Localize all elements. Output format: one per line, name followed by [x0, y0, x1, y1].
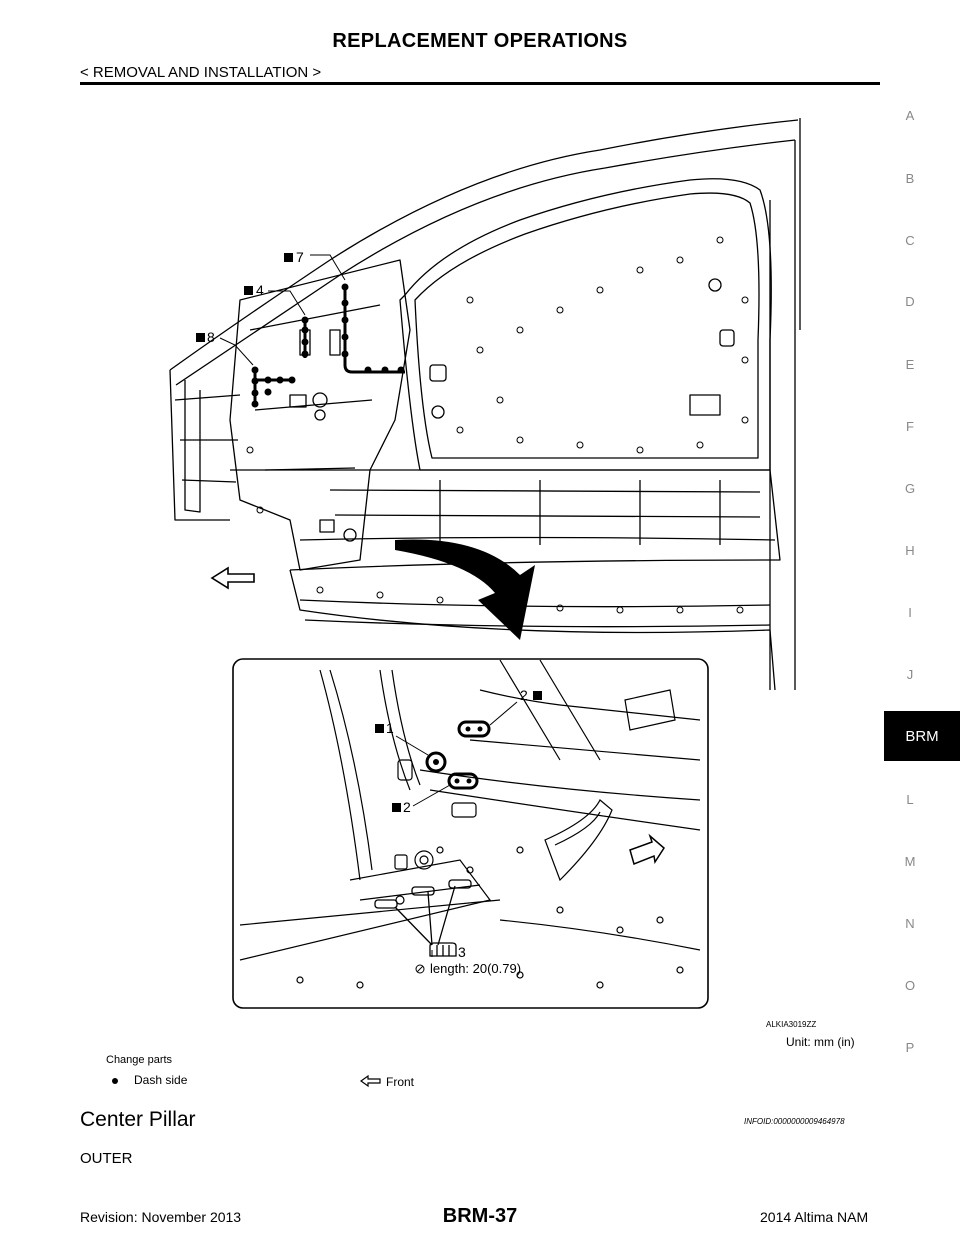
front-arrow-icon [360, 1074, 381, 1088]
index-letter-h[interactable]: H [905, 543, 915, 558]
index-letter-p[interactable]: P [905, 1040, 915, 1055]
inset-callout-2-lower: 2 [403, 799, 411, 815]
index-letter-f[interactable]: F [906, 419, 914, 434]
index-letter-d[interactable]: D [905, 294, 915, 309]
legend-change-parts: Change parts [106, 1054, 173, 1066]
inset-length-note: length: 20(0.79) [430, 961, 521, 976]
legend-front: Front [386, 1075, 415, 1089]
inset-callout-3: 3 [458, 944, 466, 960]
index-letter-g[interactable]: G [904, 481, 916, 496]
index-letter-j[interactable]: J [906, 667, 914, 682]
section-subheading: OUTER [80, 1150, 133, 1167]
dash-side-bullet-icon [112, 1078, 118, 1084]
inset-callout-2-upper: 2 [520, 687, 528, 703]
callout-8: 8 [207, 329, 215, 345]
header-divider [80, 82, 880, 85]
section-title: Center Pillar [80, 1108, 196, 1131]
legend-dash-side: Dash side [134, 1073, 188, 1087]
index-letter-i[interactable]: I [908, 605, 912, 620]
index-letter-m[interactable]: M [904, 854, 916, 869]
callout-4: 4 [256, 282, 264, 298]
index-letter-a[interactable]: A [905, 108, 915, 123]
inset-callout-1: 1 [386, 720, 394, 736]
page-title: REPLACEMENT OPERATIONS [332, 30, 628, 52]
index-letter-o[interactable]: O [904, 978, 916, 993]
index-letter-l[interactable]: L [906, 792, 914, 807]
figure-id: ALKIA3019ZZ [766, 1020, 817, 1029]
footer-revision: Revision: November 2013 [80, 1209, 242, 1225]
index-letter-c[interactable]: C [905, 233, 915, 248]
page-subtitle: < REMOVAL AND INSTALLATION > [80, 64, 322, 81]
callout-7: 7 [296, 249, 304, 265]
info-id: INFOID:0000000009464978 [744, 1117, 845, 1126]
unit-note: Unit: mm (in) [786, 1035, 855, 1049]
footer-page-number: BRM-37 [442, 1205, 518, 1227]
index-letter-n[interactable]: N [905, 916, 915, 931]
index-letter-b[interactable]: B [905, 171, 915, 186]
index-letter-e[interactable]: E [905, 357, 915, 372]
index-tab-brm[interactable]: BRM [884, 711, 960, 761]
footer-model: 2014 Altima NAM [760, 1209, 869, 1225]
